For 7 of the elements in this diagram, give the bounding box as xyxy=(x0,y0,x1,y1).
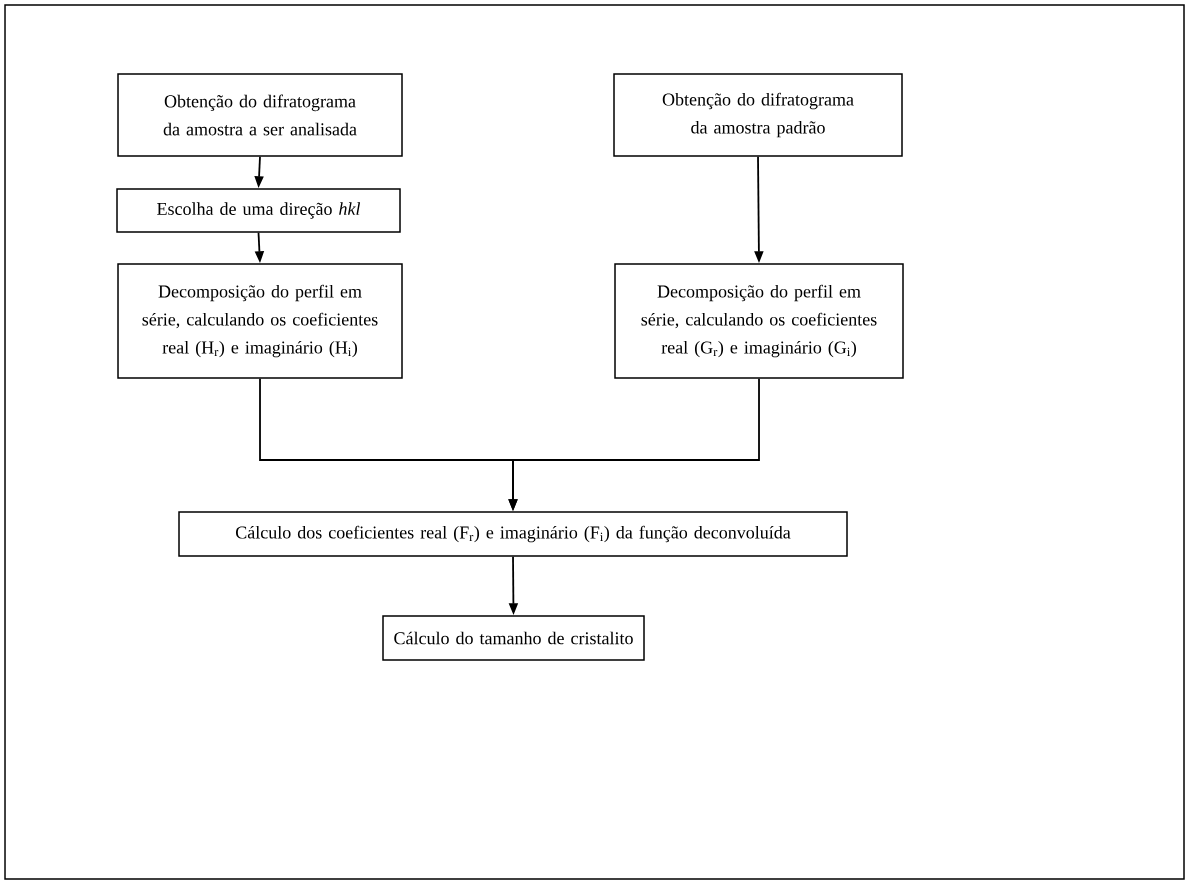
process-box: Escolha de uma direção hkl xyxy=(116,188,401,233)
process-box: Obtenção do difratograma da amostra a ser analisada xyxy=(117,73,403,157)
process-box: Cálculo dos coeficientes real (F$_{r}$) e imaginário (F$_{i}$) da função deconvoluída xyxy=(178,511,848,557)
process-box: Obtenção do difratograma da amostra padrão xyxy=(613,73,903,157)
process-box: Cálculo do tamanho de cristalito xyxy=(382,615,645,661)
process-box: Decomposição do perfil em série, calculando os coeficientes real (H$_{r}$) e imaginário (H$_{i}$) xyxy=(117,263,403,379)
process-box: Decomposição do perfil em série, calculando os coeficientes real (G$_{r}$) e imaginário (G$_{i}$) xyxy=(614,263,904,379)
